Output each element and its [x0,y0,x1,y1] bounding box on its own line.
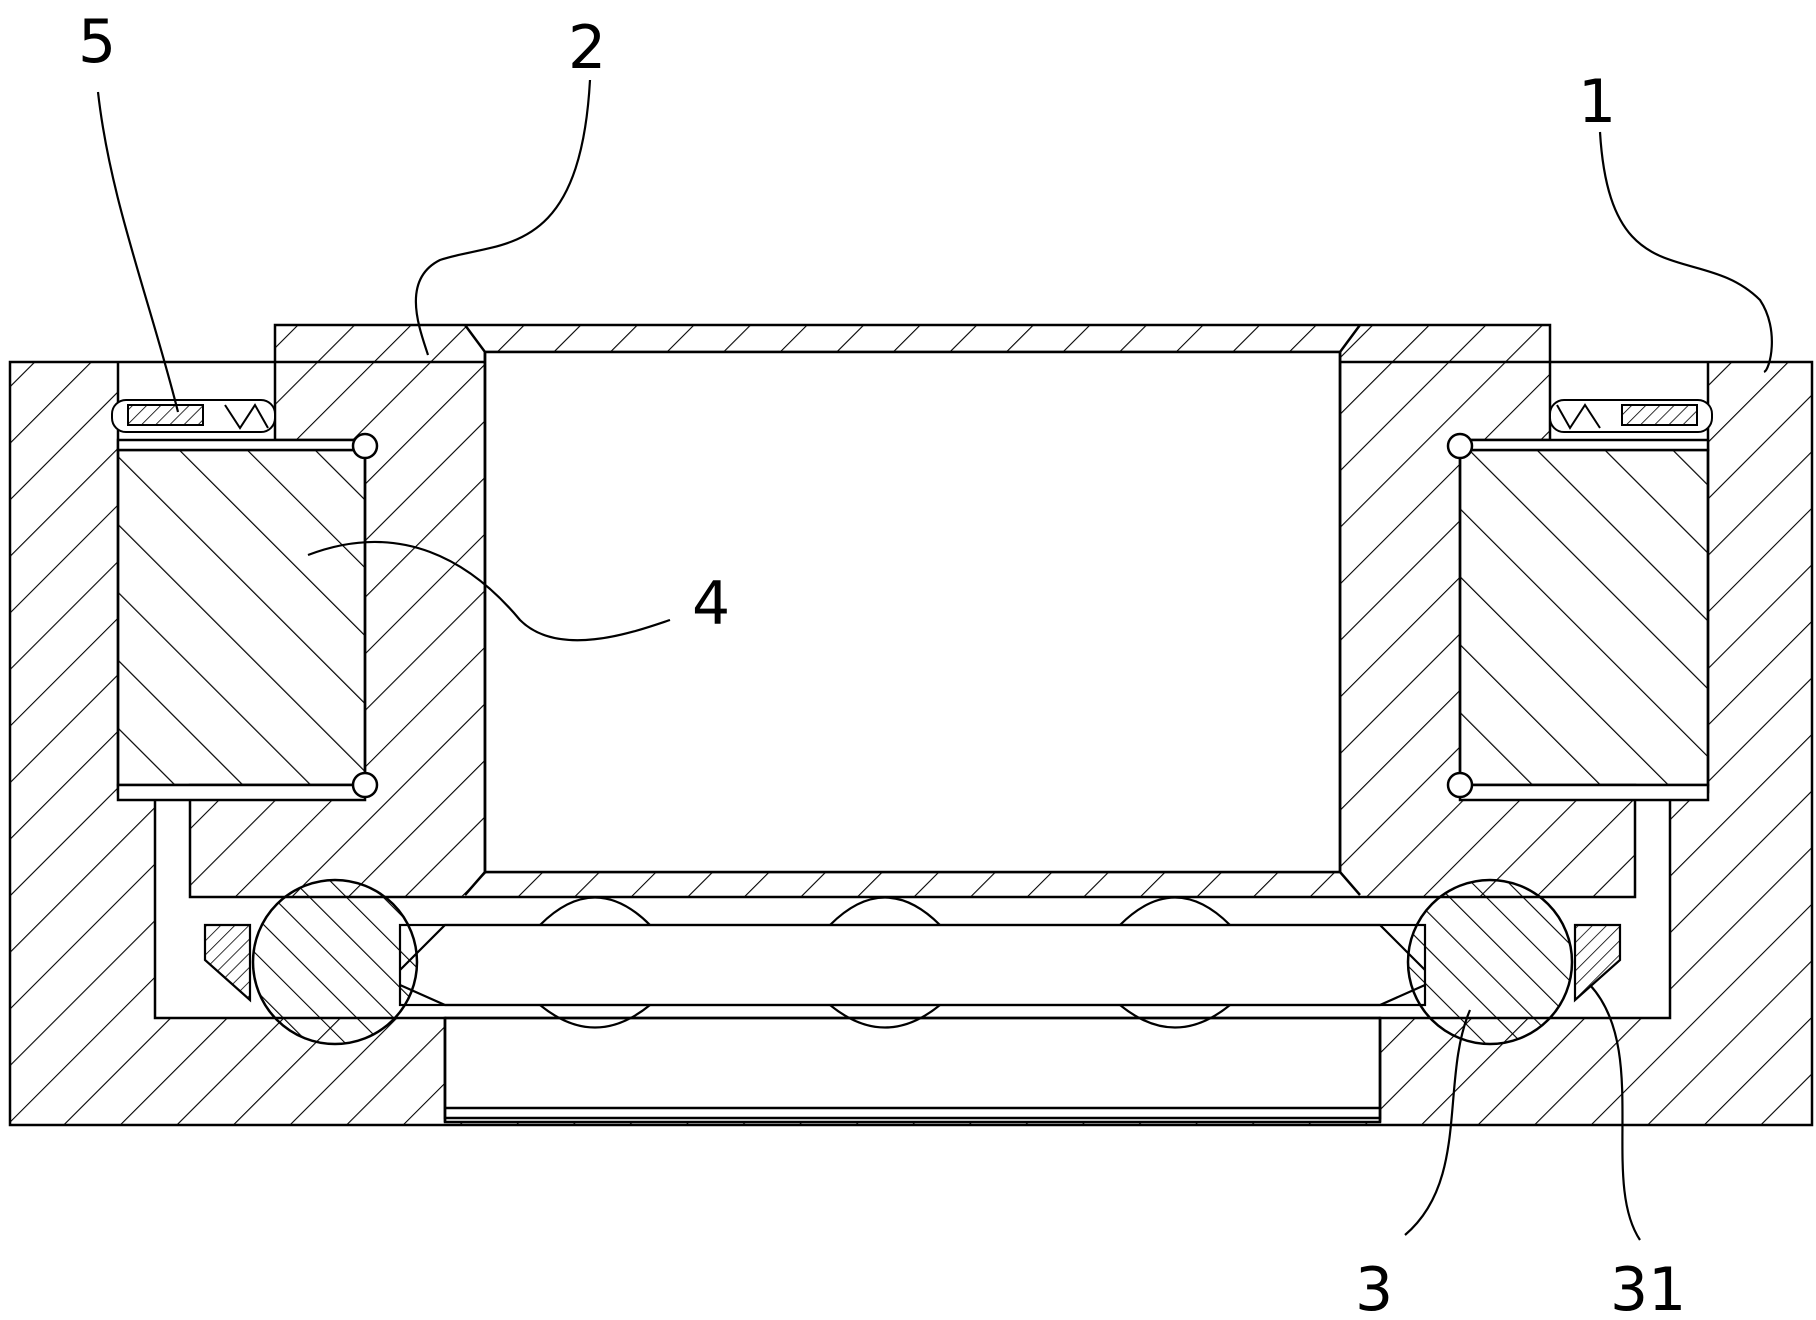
label-1: 1 [1578,67,1616,137]
leader-line-3 [1404,1009,1472,1236]
leader-line-4 [307,540,671,642]
leader-line-1 [1598,131,1773,374]
label-5: 5 [78,7,116,77]
label-4: 4 [692,569,730,639]
seal-right [1549,399,1713,433]
leader-lines [96,79,1773,1241]
bearing-block-left [116,432,379,802]
bearing-block-right [1446,432,1710,802]
seal-left [111,399,276,433]
ball-race [203,896,1622,1029]
outer-housing [8,360,1814,1127]
rolling-ball-right [1406,878,1574,1046]
label-31: 31 [1610,1255,1686,1320]
leader-line-2 [414,79,592,356]
rolling-ball-left [251,878,419,1046]
label-2: 2 [568,13,606,83]
leader-line-31 [1589,984,1641,1241]
part-labels: 5 2 1 4 3 31 [78,7,1686,1320]
inner-sleeve [188,323,1637,899]
label-3: 3 [1355,1255,1393,1320]
leader-line-5 [96,91,180,413]
